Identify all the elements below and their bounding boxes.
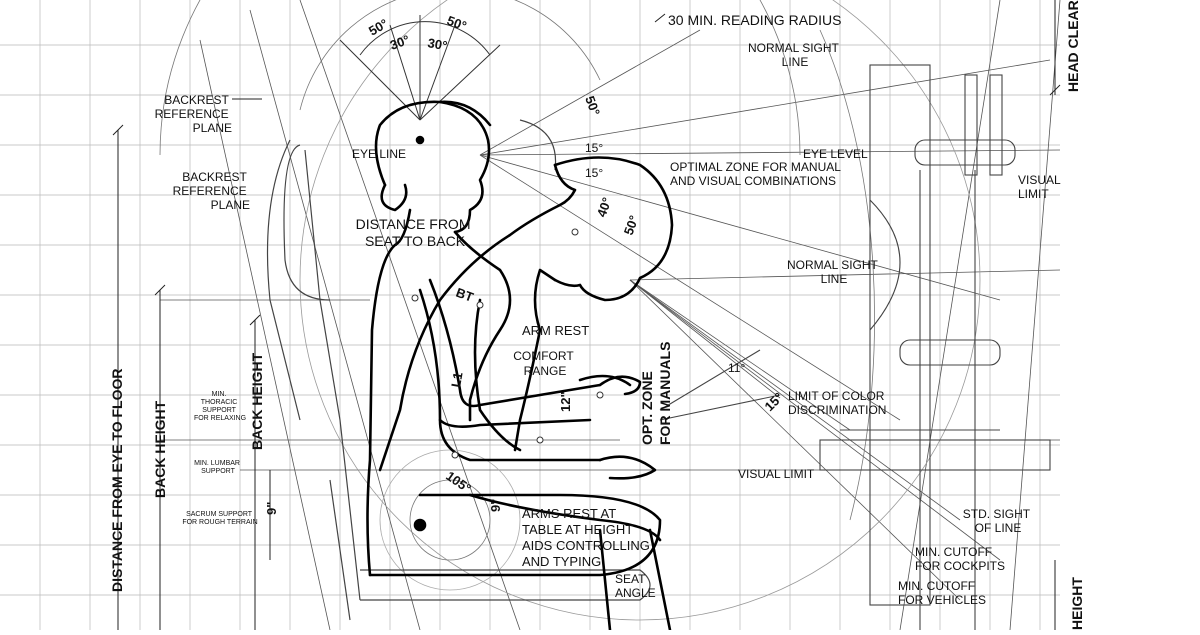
dimension-lines xyxy=(112,0,1061,630)
limit-color-label: LIMIT OF COLOR DISCRIMINATION xyxy=(788,389,888,417)
angle-50-left: 50° xyxy=(366,16,391,39)
distance-eye-floor-label: DISTANCE FROM EYE TO FLOOR xyxy=(109,369,125,593)
diagram-labels: 30 MIN. READING RADIUS NORMAL SIGHT LINE… xyxy=(109,0,1085,630)
angle-105: 105° xyxy=(443,468,474,496)
angle-30-right: 30° xyxy=(426,35,448,53)
optimal-zone-label: OPTIMAL ZONE FOR MANUAL AND VISUAL COMBI… xyxy=(670,160,844,188)
angle-15-low: 15° xyxy=(585,166,603,180)
head-clearance-label: HEAD CLEAR xyxy=(1065,0,1081,92)
bt-label: BT xyxy=(454,285,475,305)
eye-level-label: EYE LEVEL xyxy=(803,147,868,161)
back-height-label-2: BACK HEIGHT xyxy=(249,352,265,450)
arms-rest-table-label: ARMS REST AT TABLE AT HEIGHT AIDS CONTRO… xyxy=(522,506,653,569)
nine-inch-label-b: 9" xyxy=(488,499,503,512)
chair-frame xyxy=(266,119,651,621)
back-height-label-1: BACK HEIGHT xyxy=(152,400,168,498)
normal-sight-line-mid-label: NORMAL SIGHT LINE xyxy=(787,258,881,286)
vision-angle-fan xyxy=(339,15,501,121)
nine-inch-label: 9" xyxy=(264,502,279,515)
angle-30-left: 30° xyxy=(388,32,412,53)
l1-label: L1 xyxy=(448,371,465,389)
eye-line-label: EYE LINE xyxy=(352,147,406,161)
min-lumbar-label: MIN. LUMBAR SUPPORT xyxy=(194,460,242,475)
seat-angle-label: SEAT ANGLE xyxy=(615,572,656,600)
distance-seat-to-back-label: DISTANCE FROM SEAT TO BACK xyxy=(356,216,475,249)
reading-radius-arcs xyxy=(159,0,981,621)
upright-figure-outline xyxy=(366,100,662,577)
pivot-points xyxy=(411,228,604,459)
height-label-bottom-right: HEIGHT xyxy=(1069,577,1085,630)
visual-limit-mid-label: VISUAL LIMIT xyxy=(738,467,815,481)
angle-15-right: 15° xyxy=(762,390,787,415)
backrest-reference-plane-1: BACKREST REFERENCE PLANE xyxy=(155,93,232,135)
angle-11: 11° xyxy=(728,361,745,375)
min-cutoff-vehicles-label: MIN. CUTOFF FOR VEHICLES xyxy=(898,579,986,607)
angle-50-mid: 50° xyxy=(582,94,603,118)
arm-rest-label: ARM REST xyxy=(522,323,589,338)
angle-15-top: 15° xyxy=(585,141,603,155)
angle-40: 40° xyxy=(594,195,615,219)
normal-sight-line-top-label: NORMAL SIGHT LINE xyxy=(748,41,842,69)
sacrum-support-label: SACRUM SUPPORT FOR ROUGH TERRAIN xyxy=(182,511,257,526)
leaning-figure-outline xyxy=(378,156,674,632)
twelve-inch-label: 12" xyxy=(558,391,573,412)
min-thoracic-label: MIN. THORACIC SUPPORT FOR RELAXING xyxy=(194,391,246,422)
comfort-range-label: COMFORT RANGE xyxy=(513,349,577,378)
angle-50-right: 50° xyxy=(445,13,469,34)
min-cutoff-cockpits-label: MIN. CUTOFF FOR COCKPITS xyxy=(915,545,1005,573)
control-console xyxy=(659,64,1051,630)
backrest-reference-plane-2: BACKREST REFERENCE PLANE xyxy=(173,170,250,212)
angle-50-head: 50° xyxy=(621,213,642,237)
opt-zone-label: OPT. ZONE FOR MANUALS xyxy=(639,342,673,445)
angle-labels: 50° 30° 30° 50° 50° 15° 15° 40° 50° 11° … xyxy=(366,13,786,496)
visual-limit-right-label: VISUAL LIMIT xyxy=(1018,173,1064,201)
std-sight-line-label: STD. SIGHT OF LINE xyxy=(963,507,1033,535)
reading-radius-label: 30 MIN. READING RADIUS xyxy=(668,12,841,28)
